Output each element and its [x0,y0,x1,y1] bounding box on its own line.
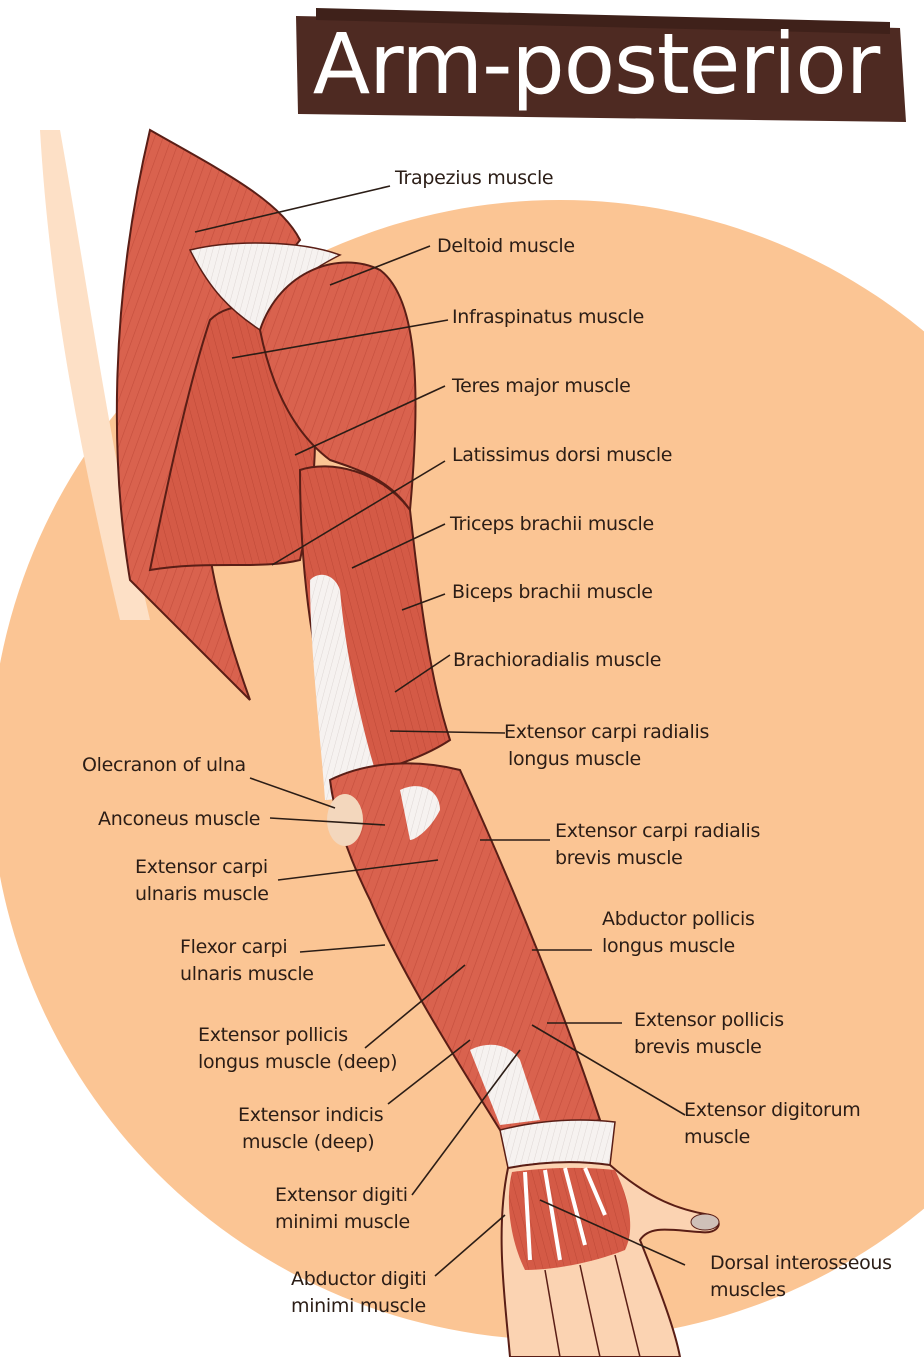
title-banner: Arm-posterior [296,8,906,120]
label-ext-pollicis-brevis: Extensor pollicis brevis muscle [634,1009,784,1058]
label-ext-indicis: Extensor indicis muscle (deep) [238,1104,384,1153]
label-triceps-brachii: Triceps brachii muscle [450,513,654,535]
label-biceps-brachii: Biceps brachii muscle [452,581,653,603]
label-trapezius: Trapezius muscle [395,167,554,189]
label-ext-carpi-ulnaris: Extensor carpi ulnaris muscle [135,856,269,905]
label-ext-carpi-rad-longus: Extensor carpi radialis longus muscle [504,721,710,770]
label-ext-digiti-minimi: Extensor digiti minimi muscle [275,1184,410,1233]
label-deltoid: Deltoid muscle [437,235,575,257]
label-ext-carpi-rad-brevis: Extensor carpi radialis brevis muscle [555,820,761,869]
label-flexor-carpi-ulnaris: Flexor carpi ulnaris muscle [180,936,314,985]
page-title: Arm-posterior [312,15,881,113]
title-banner-bg [296,8,906,122]
deltoid-shape [258,261,417,513]
leader-lines [194,185,686,1277]
label-olecranon: Olecranon of ulna [82,754,246,776]
label-teres-major: Teres major muscle [452,375,631,397]
label-infraspinatus: Infraspinatus muscle [452,306,645,328]
label-latissimus-dorsi: Latissimus dorsi muscle [452,444,673,466]
label-abductor-digiti-minimi: Abductor digiti minimi muscle [291,1268,427,1317]
label-abductor-pollicis-longus: Abductor pollicis longus muscle [602,908,755,957]
label-ext-pollicis-longus: Extensor pollicis longus muscle (deep) [198,1024,398,1073]
label-dorsal-interosseous: Dorsal interosseous muscles [710,1252,892,1301]
label-anconeus: Anconeus muscle [98,808,261,830]
label-ext-digitorum: Extensor digitorum muscle [684,1099,861,1148]
label-brachioradialis: Brachioradialis muscle [453,649,662,671]
